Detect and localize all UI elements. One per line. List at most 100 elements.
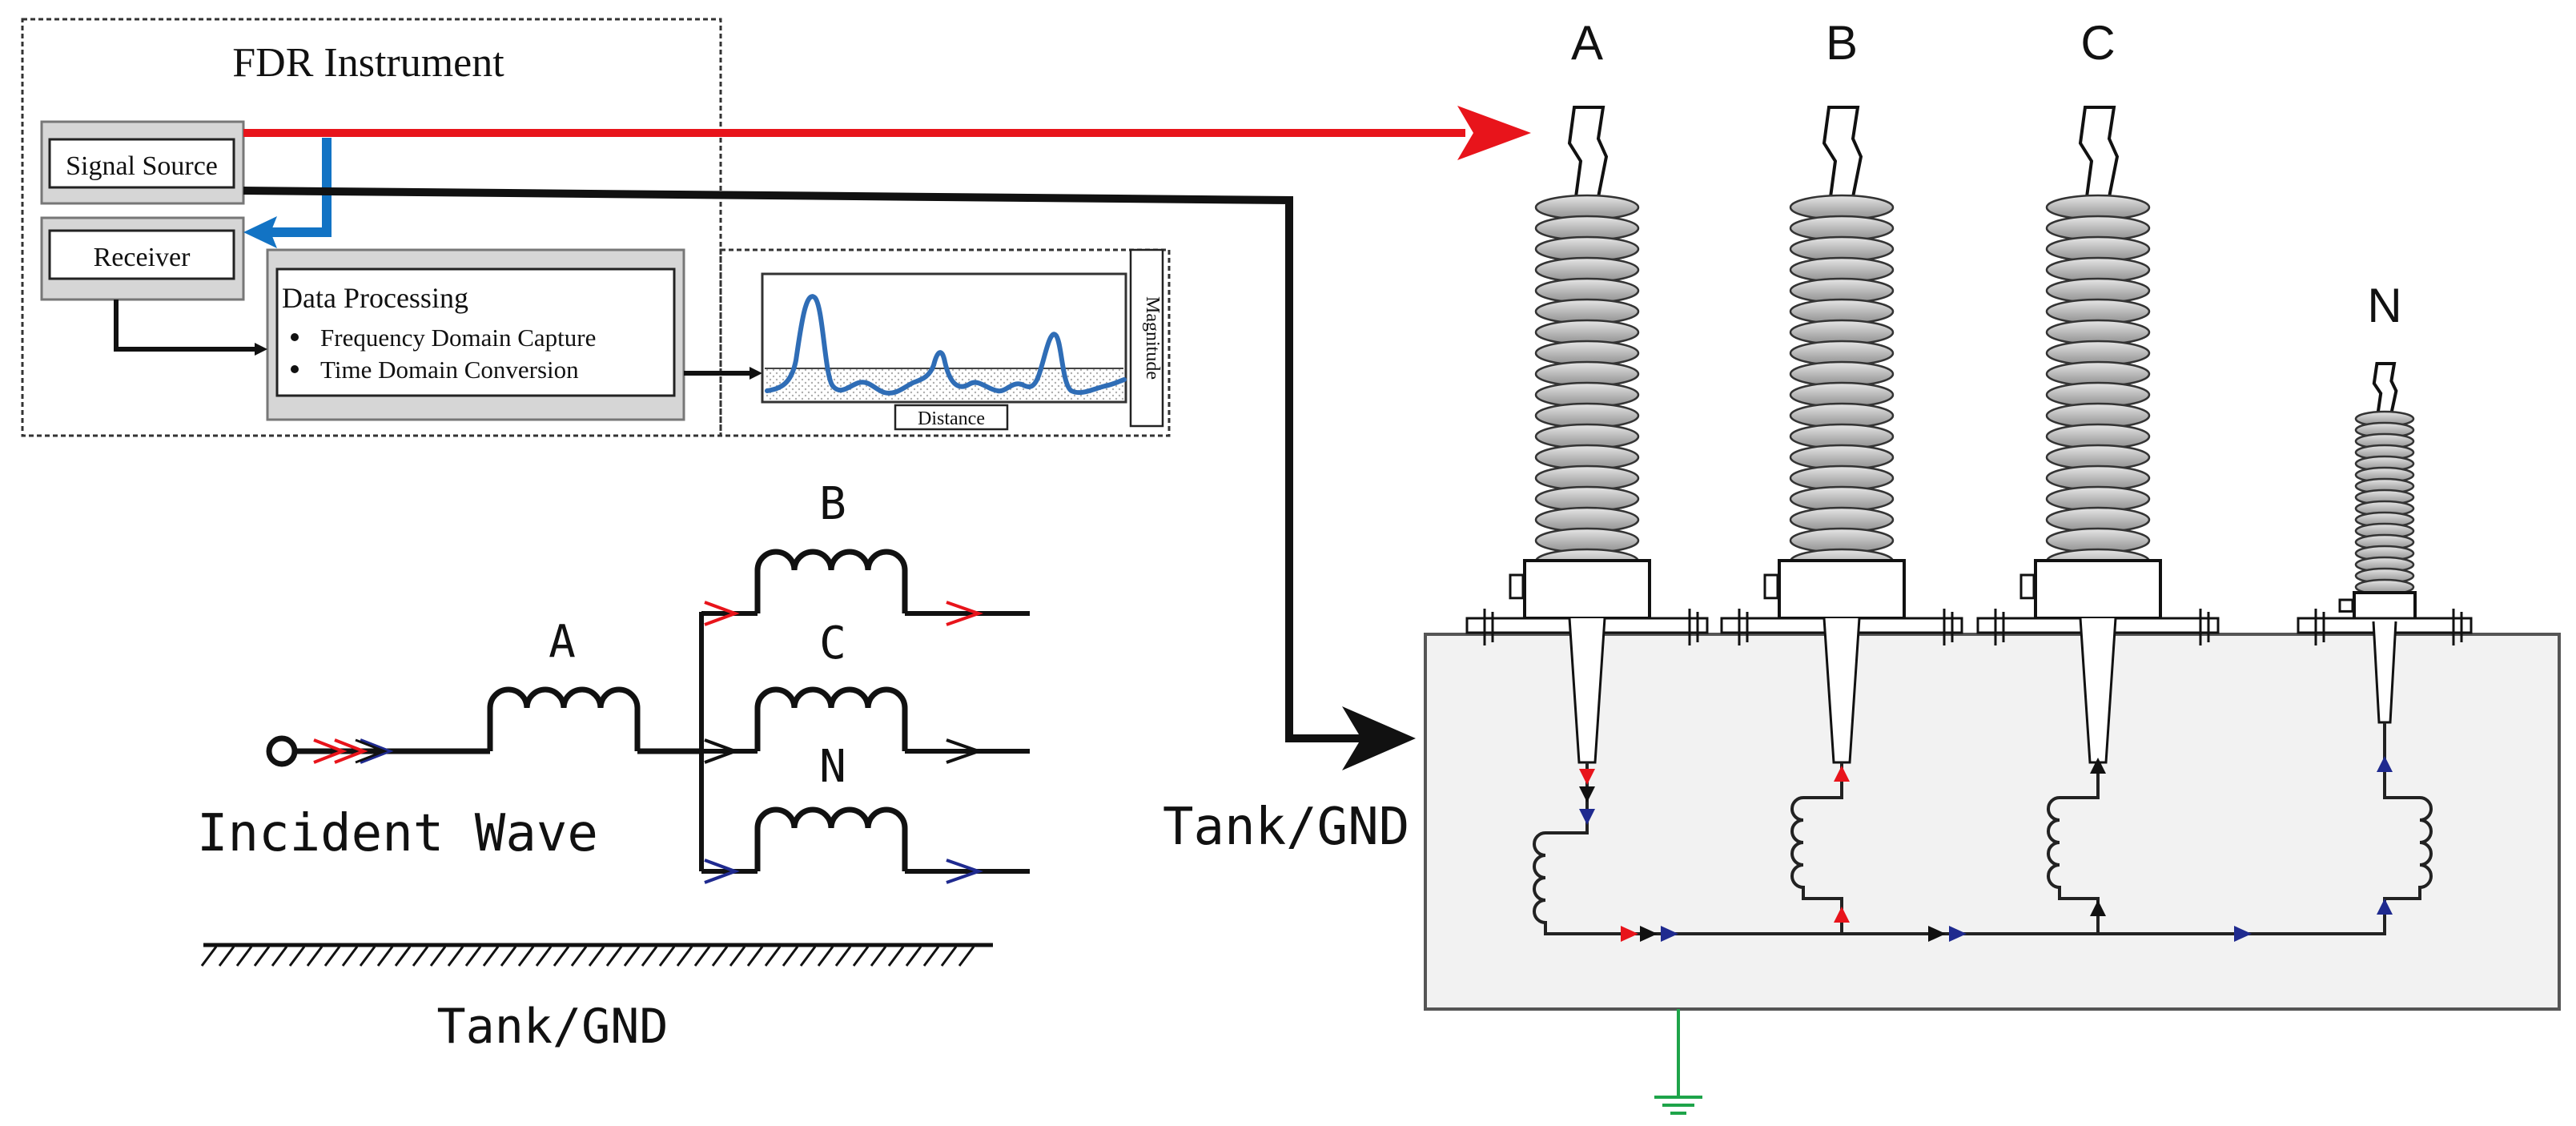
tank-winding-b — [1790, 762, 1843, 934]
red-arrowhead — [1457, 106, 1531, 160]
bullet-dot — [291, 333, 299, 341]
terminal-cap — [1822, 106, 1863, 199]
signal-source-box — [48, 138, 235, 189]
hatch-mark — [376, 946, 394, 967]
winding-b-label: B — [819, 478, 846, 530]
hatch-mark — [711, 946, 729, 967]
winding-n-label: N — [819, 741, 846, 793]
hatch-mark — [852, 946, 870, 967]
tank-gnd-label: Tank/GND — [1163, 798, 1409, 857]
hatch-mark — [200, 946, 218, 967]
base-clamp — [2019, 573, 2035, 600]
hatch-mark — [940, 946, 958, 967]
n-out-navy-arrow — [946, 859, 984, 884]
tank-winding-a — [1533, 762, 2386, 935]
hatch-mark — [341, 946, 359, 967]
bushing-c: C — [1976, 16, 2220, 764]
hatch-mark — [905, 946, 922, 967]
incident-wave-label: Incident Wave — [197, 804, 598, 863]
bushing-a: A — [1465, 16, 1709, 764]
hatch-mark — [922, 946, 940, 967]
hatch-mark — [817, 946, 834, 967]
incident-black-arrow — [355, 738, 388, 764]
winding-n-coil — [754, 806, 908, 871]
blue-arrowhead — [243, 216, 277, 248]
bus-navy-arrow-2 — [1949, 926, 1967, 942]
hatch-mark — [412, 946, 429, 967]
bullet-time: Time Domain Conversion — [320, 356, 579, 384]
bus-black-arrow-2 — [1928, 926, 1946, 942]
black-ground-line — [243, 187, 1361, 742]
plot-ylabel: Magnitude — [1142, 296, 1163, 380]
bushing-base — [1778, 559, 1906, 620]
hatch-mark — [218, 946, 235, 967]
hatch-mark — [464, 946, 482, 967]
winding-c-label: C — [819, 617, 846, 670]
hatch-mark — [553, 946, 570, 967]
hatch-mark — [958, 946, 975, 967]
hatch-mark — [623, 946, 641, 967]
signal-paths — [243, 106, 1531, 770]
receiver-box — [48, 229, 235, 280]
hatch-mark — [764, 946, 782, 967]
hatch-mark — [799, 946, 817, 967]
hatch-mark — [271, 946, 288, 967]
bullet-frequency: Frequency Domain Capture — [320, 324, 596, 352]
plot-ylabel-box — [1129, 248, 1164, 428]
terminal-cap — [2078, 106, 2120, 199]
hatch-mark — [447, 946, 464, 967]
bus-navy-arrow — [1661, 926, 1678, 942]
winding-b-coil — [754, 549, 908, 613]
plot-region-boundary — [719, 248, 1171, 437]
hatch-mark — [288, 946, 306, 967]
bushing-label: A — [1571, 16, 1603, 70]
bushing-base — [2034, 559, 2162, 620]
hatch-mark — [482, 946, 500, 967]
c-out-black-arrow — [946, 738, 984, 764]
terminal-cap — [2372, 362, 2398, 415]
hatch-mark — [746, 946, 764, 967]
signal-source-label: Signal Source — [66, 151, 218, 181]
n-in-navy-arrow — [704, 859, 740, 884]
bushing-n: N — [2297, 279, 2473, 724]
lead-n-navy-arrow-lower — [2377, 899, 2393, 915]
plot-xlabel: Distance — [918, 408, 985, 429]
hatch-mark — [887, 946, 905, 967]
lead-b-red-arrow — [1834, 766, 1850, 782]
hatch-mark — [605, 946, 623, 967]
bushing-label: C — [2080, 16, 2115, 70]
lead-c-black-arrow-lower — [2090, 900, 2106, 916]
magnitude-distance-plot: Distance Magnitude — [761, 248, 1164, 431]
lead-b-red-arrow-lower — [1834, 907, 1850, 923]
lead-n-navy-arrow — [2377, 756, 2393, 772]
hatch-mark — [429, 946, 447, 967]
lead-c-black-arrow — [2090, 758, 2106, 774]
incident-navy-arrow — [360, 738, 394, 764]
terminal-cap — [1567, 106, 1609, 199]
base-clamp — [2338, 598, 2354, 613]
hatch-mark — [500, 946, 517, 967]
receiver-label: Receiver — [94, 243, 191, 272]
arrowhead — [255, 343, 267, 356]
fdr-instrument-title: FDR Instrument — [232, 40, 504, 86]
hatch-mark — [588, 946, 605, 967]
lead-a-navy-arrow — [1579, 809, 1595, 825]
input-terminal — [266, 735, 298, 767]
bushing-base — [1523, 559, 1651, 620]
bus-red-arrow — [1621, 926, 1638, 942]
hatch-mark — [359, 946, 376, 967]
internal-windings — [1533, 722, 2433, 942]
c-in-black-arrow — [704, 738, 740, 764]
receiver-to-processing-arrow — [114, 300, 258, 352]
ground-hatching — [200, 946, 975, 967]
arrowhead — [749, 367, 762, 380]
lead-a-black-arrow — [1579, 786, 1595, 802]
bullet-dot — [291, 365, 299, 373]
hatch-mark — [641, 946, 658, 967]
tank-body — [1424, 633, 2561, 1011]
hatch-mark — [324, 946, 341, 967]
tank-winding-n — [2383, 722, 2433, 934]
